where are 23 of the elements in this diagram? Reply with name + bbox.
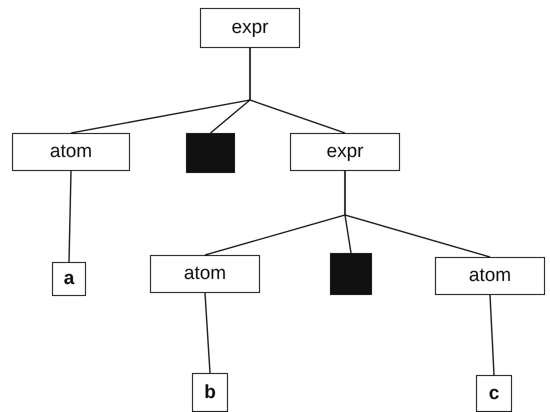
node-label: atom xyxy=(468,265,512,287)
connector-line xyxy=(344,171,490,258)
tree-node-box xyxy=(200,8,300,48)
tree-node-box xyxy=(192,373,228,412)
filled-box xyxy=(330,253,372,295)
node-label: expr xyxy=(232,17,268,39)
tree-node-box xyxy=(12,133,130,171)
connector-line xyxy=(68,170,72,262)
node-label: atom xyxy=(184,263,226,285)
tree-node-box xyxy=(52,262,86,296)
connector-line xyxy=(204,292,211,374)
tree-node-box xyxy=(476,375,512,412)
node-label: c xyxy=(488,382,500,404)
node-label: expr xyxy=(326,141,364,163)
tree-node-box xyxy=(290,133,400,171)
tree-node-box xyxy=(150,255,260,293)
filled-box xyxy=(186,133,235,173)
connector-line xyxy=(249,48,346,134)
node-label: atom xyxy=(50,141,92,163)
node-label: b xyxy=(204,382,216,404)
connector-line xyxy=(489,294,495,376)
node-label: a xyxy=(64,268,74,290)
tree-node-box xyxy=(435,257,545,295)
